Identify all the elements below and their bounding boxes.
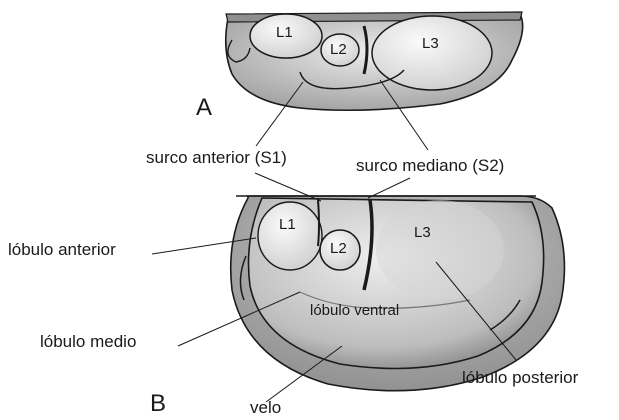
anterior-lobe-label: lóbulo anterior — [8, 240, 116, 260]
panel-b-l3-label: L3 — [414, 224, 431, 241]
leader-s2-bottom — [368, 178, 410, 198]
panel-b-letter: B — [150, 390, 166, 418]
ventral-lobe-label: lóbulo ventral — [310, 302, 399, 319]
panel-b-lobe-l3 — [376, 200, 504, 300]
posterior-lobe-label: lóbulo posterior — [462, 368, 578, 388]
panel-b-l2-label: L2 — [330, 240, 347, 257]
velum-label: velo — [250, 398, 281, 418]
panel-a-l1-label: L1 — [276, 24, 293, 41]
middle-lobe-label: lóbulo medio — [40, 332, 136, 352]
panel-a-letter: A — [196, 94, 212, 122]
panel-b-lobe-l1 — [258, 202, 322, 270]
panel-a-drawing — [226, 12, 523, 110]
panel-a-l3-label: L3 — [422, 35, 439, 52]
panel-b-l1-label: L1 — [279, 216, 296, 233]
panel-a-l2-label: L2 — [330, 41, 347, 58]
median-groove-label: surco mediano (S2) — [356, 156, 504, 176]
anterior-groove-label: surco anterior (S1) — [146, 148, 287, 168]
panel-b-anterior-groove — [318, 200, 319, 246]
